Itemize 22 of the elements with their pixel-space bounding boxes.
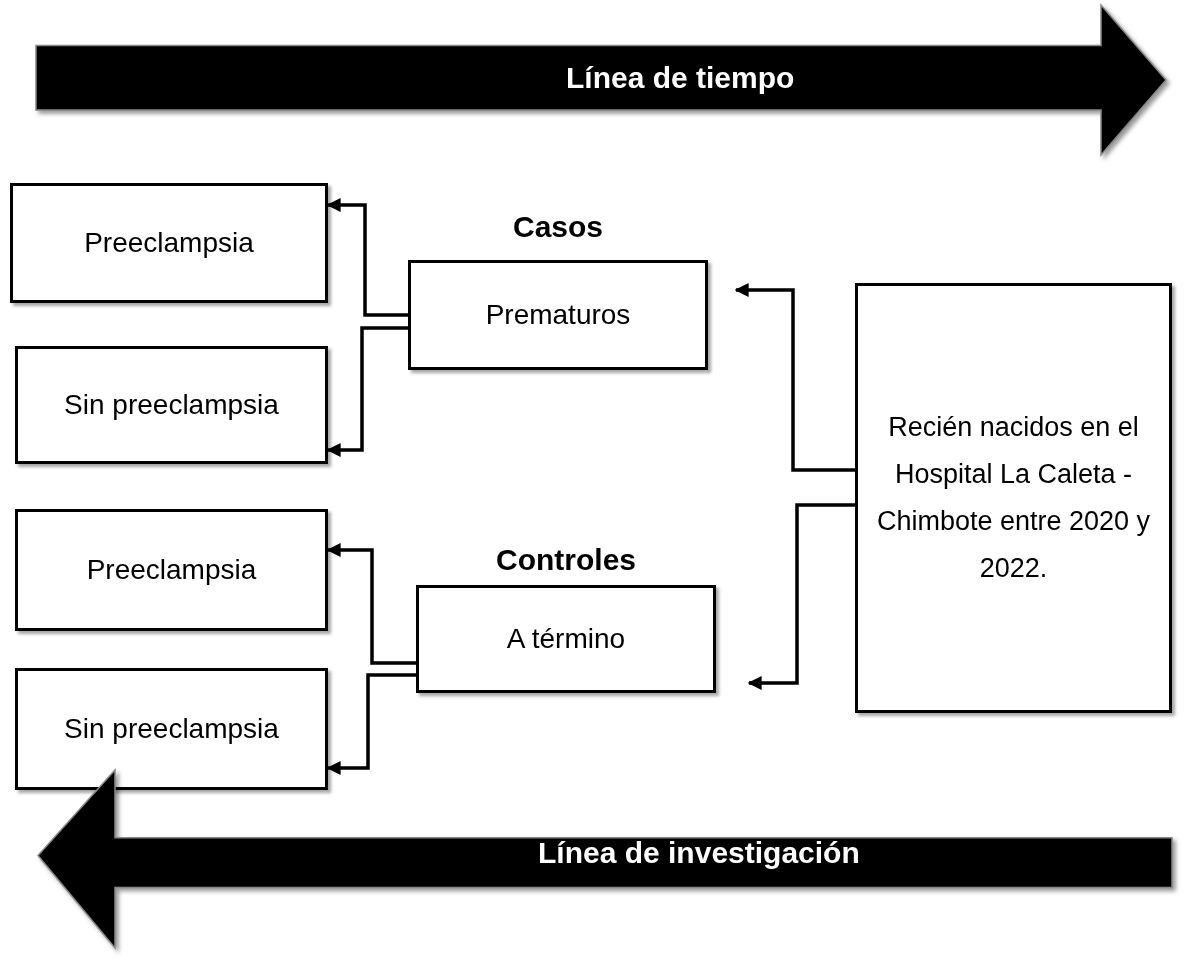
box-label: Preeclampsia bbox=[83, 226, 255, 260]
box-label: Preeclampsia bbox=[85, 553, 258, 587]
connector-arrow bbox=[747, 503, 855, 690]
group-heading: Casos bbox=[511, 210, 604, 244]
connector-arrow bbox=[326, 673, 416, 775]
banner-title: Línea de tiempo bbox=[566, 61, 795, 95]
process-box bbox=[15, 668, 328, 790]
connector-arrow bbox=[326, 326, 408, 457]
box-label: Recién nacidos en el Hospital La Caleta - Chimbote entre 2020 y 2022. bbox=[875, 410, 1152, 586]
box-label: Sin preeclampsia bbox=[63, 388, 280, 422]
banner-title: Línea de investigación bbox=[538, 836, 860, 870]
group-heading: Controles bbox=[495, 543, 637, 577]
process-box bbox=[15, 509, 328, 631]
connector-arrow bbox=[326, 198, 408, 317]
box-label: A término bbox=[505, 622, 627, 656]
process-box bbox=[15, 346, 328, 464]
box-label: Sin preeclampsia bbox=[63, 712, 280, 746]
process-box bbox=[855, 283, 1172, 713]
process-box bbox=[10, 183, 328, 303]
box-label: Prematuros bbox=[484, 298, 632, 332]
connector-arrow bbox=[734, 283, 855, 472]
connector-arrow bbox=[326, 543, 416, 665]
